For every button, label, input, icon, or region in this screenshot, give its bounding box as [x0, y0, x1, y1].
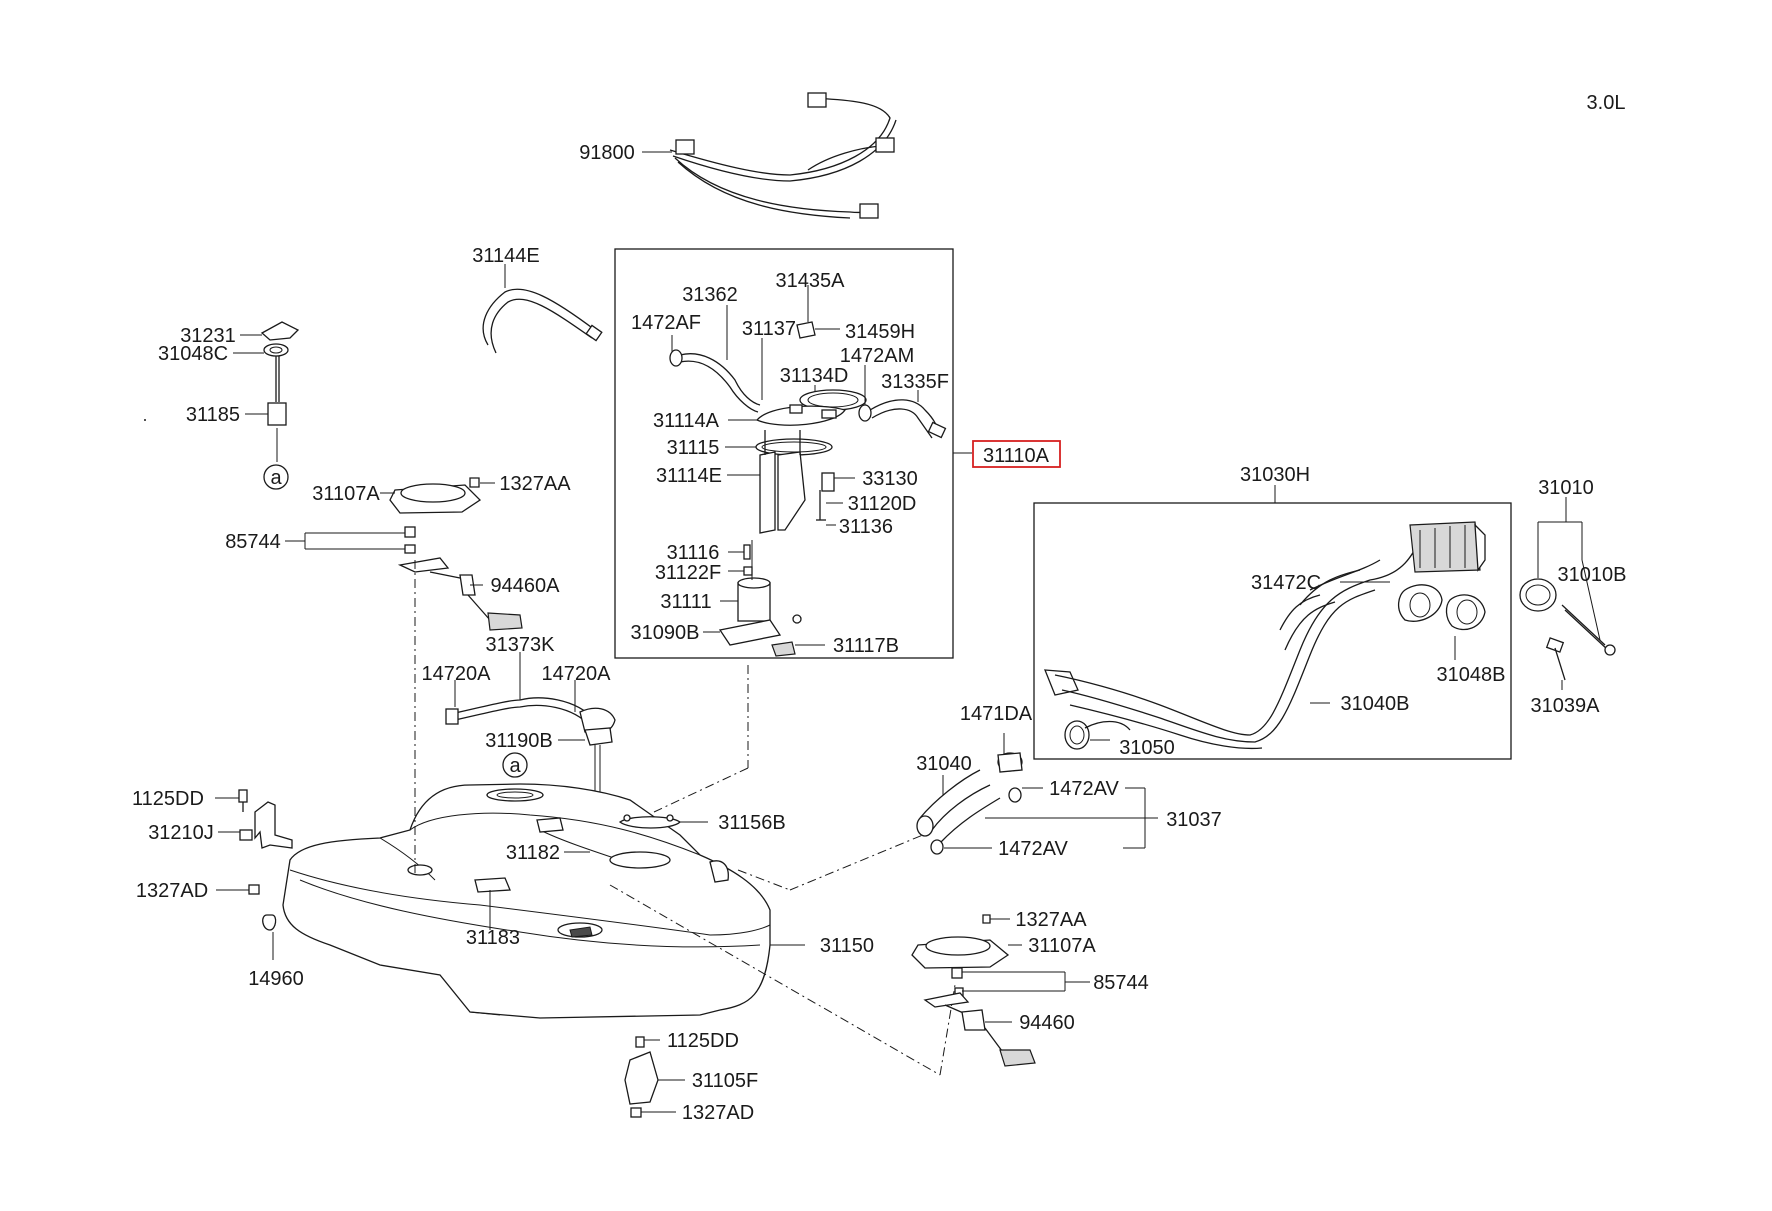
part-label-14720A-right[interactable]: 14720A [542, 663, 612, 685]
part-label-31039A[interactable]: 31039A [1531, 695, 1601, 717]
part-label-33130[interactable]: 33130 [862, 468, 918, 490]
hose-31144E [482, 288, 603, 354]
cover-31107A-top [389, 477, 482, 514]
filler-hose-31040 [916, 752, 1023, 855]
part-label-1472AM[interactable]: 1472AM [840, 345, 915, 367]
part-label-31010B[interactable]: 31010B [1558, 564, 1627, 586]
part-label-91800[interactable]: 91800 [579, 142, 635, 164]
part-label-31111[interactable]: 31111 [660, 591, 711, 613]
bracket-31105F [624, 1036, 659, 1118]
lock-ring-31156B [618, 814, 682, 829]
part-label-31156B[interactable]: 31156B [718, 812, 785, 834]
part-label-1125DD-left[interactable]: 1125DD [132, 788, 204, 810]
circle-marker-label: a [509, 755, 521, 777]
connector-icon [859, 203, 879, 219]
part-label-1472AV-top[interactable]: 1472AV [1049, 778, 1119, 800]
cover-31107A-bottom [911, 914, 1010, 969]
part-label-31122F[interactable]: 31122F [655, 562, 721, 584]
part-label-1125DD-bottom[interactable]: 1125DD [667, 1030, 739, 1052]
part-label-31107A-bottom[interactable]: 31107A [1028, 935, 1096, 957]
part-label-1327AA-top[interactable]: 1327AA [499, 473, 571, 495]
part-label-31090B[interactable]: 31090B [631, 622, 700, 644]
part-label-14720A-left[interactable]: 14720A [422, 663, 492, 685]
part-label-31134D[interactable]: 31134D [780, 365, 849, 387]
part-label-94460A[interactable]: 94460A [491, 575, 561, 597]
bracket-31210J [238, 789, 293, 849]
fuel-level-sender-94460 [923, 992, 1036, 1067]
part-label-31144E[interactable]: 31144E [472, 245, 539, 267]
part-label-31362[interactable]: 31362 [682, 284, 738, 306]
part-label-1327AD-bottom[interactable]: 1327AD [682, 1102, 754, 1124]
part-label-31150[interactable]: 31150 [820, 935, 874, 957]
circle-marker-a [502, 752, 528, 778]
part-label-1472AV-bottom[interactable]: 1472AV [998, 838, 1068, 860]
part-label-31459H[interactable]: 31459H [845, 321, 915, 343]
part-label-31010[interactable]: 31010 [1538, 477, 1594, 499]
connector-icon [675, 139, 695, 155]
part-label-31048C[interactable]: 31048C [158, 343, 228, 365]
part-label-94460[interactable]: 94460 [1019, 1012, 1075, 1034]
part-label-31472C[interactable]: 31472C [1251, 572, 1321, 594]
part-label-31115[interactable]: 31115 [667, 437, 720, 459]
part-label-31110A[interactable]: 31110A [983, 445, 1050, 467]
fuel-cap-31010 [1519, 578, 1616, 681]
part-label-31040B[interactable]: 31040B [1341, 693, 1410, 715]
part-label-31185[interactable]: 31185 [186, 404, 240, 426]
part-label-31114E[interactable]: 31114E [656, 465, 722, 487]
part-label-31435A[interactable]: 31435A [776, 270, 846, 292]
part-label-31040[interactable]: 31040 [916, 753, 972, 775]
part-label-31136[interactable]: 31136 [839, 516, 893, 538]
part-label-31373K[interactable]: 31373K [486, 634, 556, 656]
part-label-1472AF[interactable]: 1472AF [631, 312, 701, 334]
engine-label: 3.0L [1587, 92, 1626, 114]
fuel-level-sender-94460A [397, 557, 523, 631]
filler-neck-31040B [1044, 521, 1486, 750]
part-label-1471DA[interactable]: 1471DA [960, 703, 1033, 725]
sender-parts-group: a [260, 321, 300, 490]
connector-icon [807, 92, 827, 108]
part-label-1327AA-bottom[interactable]: 1327AA [1015, 909, 1087, 931]
part-label-31105F[interactable]: 31105F [692, 1070, 758, 1092]
part-label-31231[interactable]: 31231 [180, 325, 236, 347]
part-label-1327AD-left[interactable]: 1327AD [136, 880, 208, 902]
connector-icon [875, 137, 895, 153]
part-label-31037[interactable]: 31037 [1166, 809, 1222, 831]
part-label-31050[interactable]: 31050 [1119, 737, 1175, 759]
part-label-31182[interactable]: 31182 [506, 842, 560, 864]
part-label-31120D[interactable]: 31120D [848, 493, 917, 515]
circle-marker-label: a [270, 467, 282, 489]
hose-31373K-assembly [445, 697, 616, 835]
highlight-box-31110A[interactable] [972, 440, 1061, 468]
filler-neck-assembly-frame [1033, 502, 1512, 760]
part-label-31335F[interactable]: 31335F [881, 371, 949, 393]
part-label-31048B[interactable]: 31048B [1437, 664, 1506, 686]
part-label-31030H[interactable]: 31030H [1240, 464, 1310, 486]
fuel-tank-31150 [282, 783, 771, 1019]
part-label-31114A[interactable]: 31114A [653, 410, 720, 432]
wiring-harness-91800 [669, 92, 897, 219]
part-label-31183[interactable]: 31183 [466, 927, 520, 949]
part-label-14960[interactable]: 14960 [248, 968, 304, 990]
part-label-31210J[interactable]: 31210J [148, 822, 214, 844]
fuel-pump-module-assembly [669, 321, 947, 657]
circle-marker-a [263, 464, 289, 490]
part-label-31137[interactable]: 31137 [742, 318, 796, 340]
part-label-31116[interactable]: 31116 [667, 542, 720, 564]
part-label-85744-top[interactable]: 85744 [225, 531, 281, 553]
part-label-31107A-top[interactable]: 31107A [312, 483, 380, 505]
part-label-85744-bottom[interactable]: 85744 [1093, 972, 1149, 994]
part-label-31117B[interactable]: 31117B [833, 635, 899, 657]
part-label-31190B[interactable]: 31190B [485, 730, 552, 752]
